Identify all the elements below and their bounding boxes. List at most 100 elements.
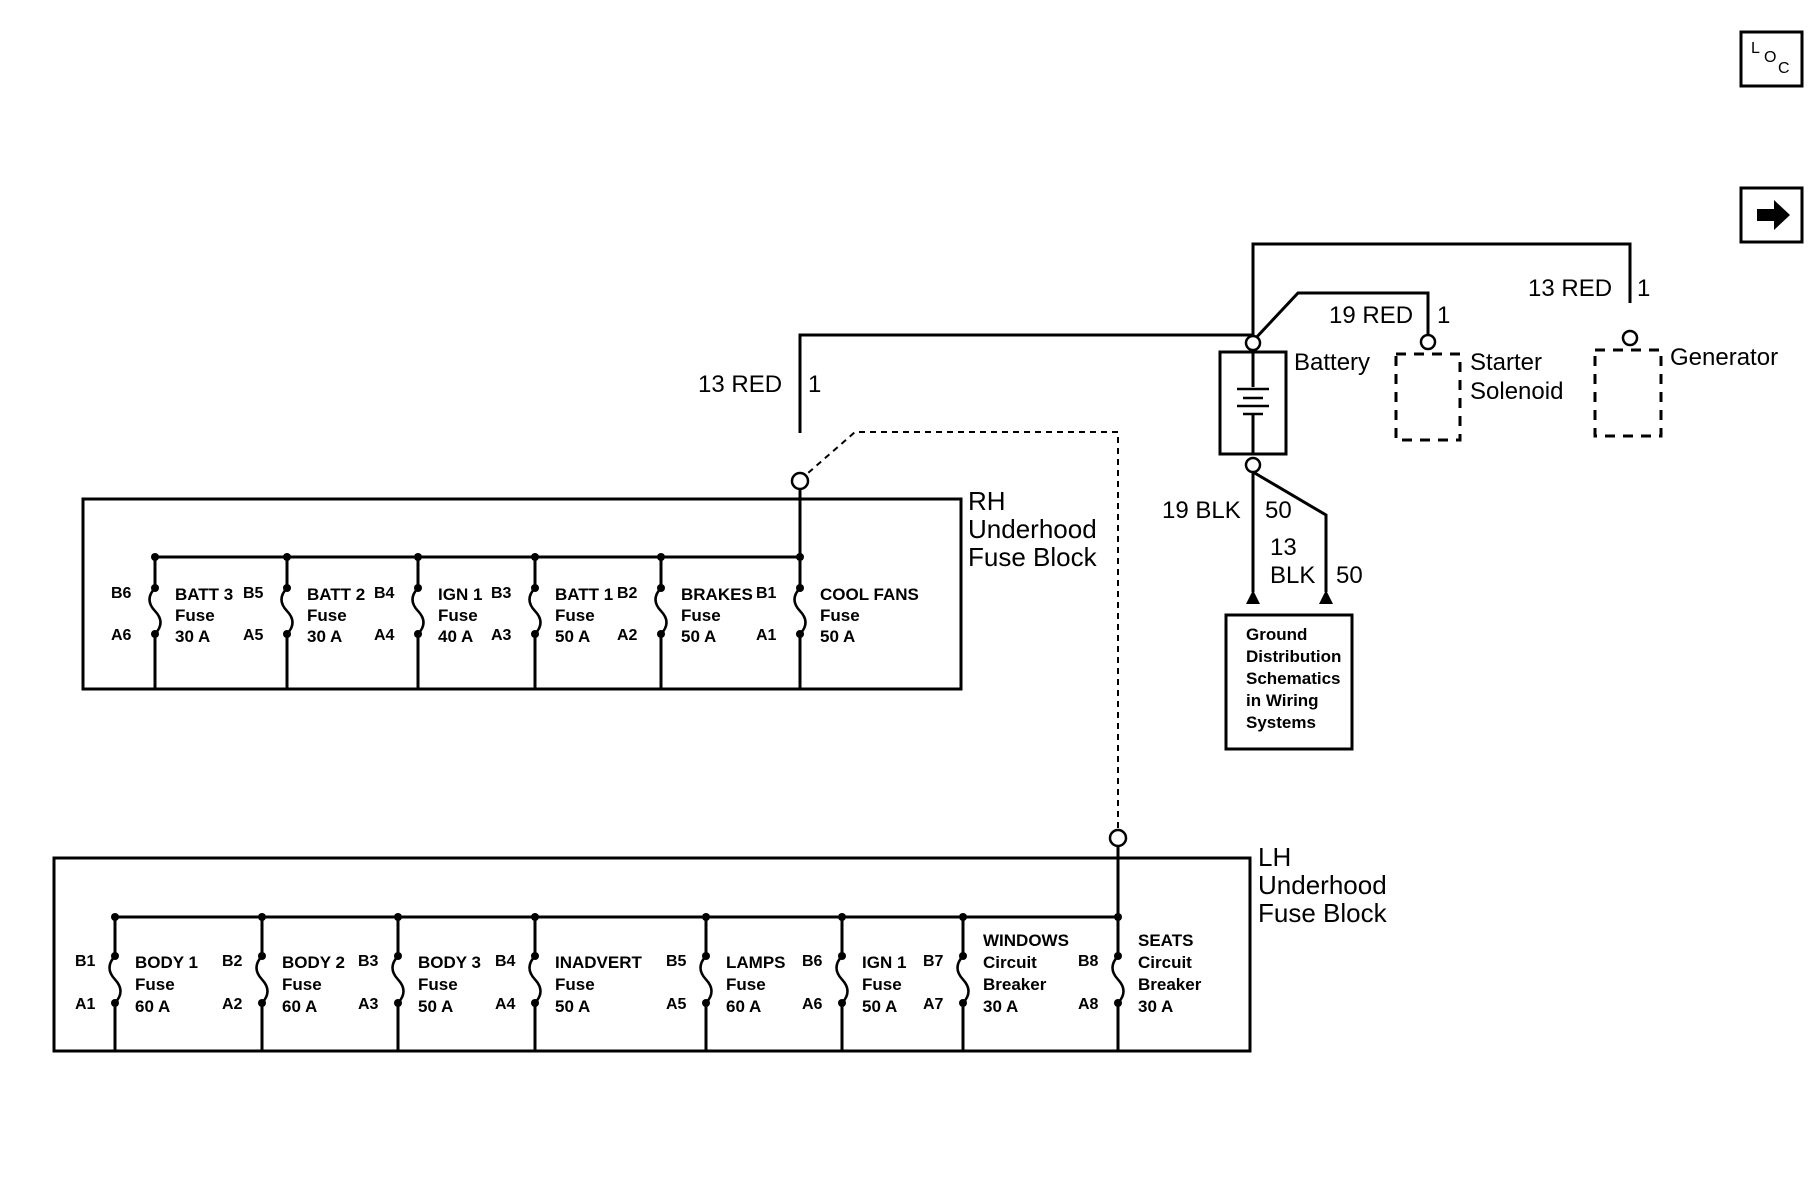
next-page-button[interactable] [1739, 186, 1804, 244]
generator [1593, 329, 1663, 438]
fuse-top-pin: B5 [666, 953, 687, 970]
fuse-label-line: BODY 3 [418, 953, 481, 972]
fuse-top-pin: B8 [1078, 953, 1099, 970]
location-icon-c: C [1778, 60, 1790, 77]
fuse-label-line: 30 A [175, 627, 210, 646]
fuse-label-line: SEATS [1138, 931, 1193, 950]
fuse-symbol [255, 955, 269, 1004]
fuse-symbol [835, 955, 849, 1004]
fuse-bottom-pin: A2 [617, 627, 638, 644]
fuse-label-line: IGN 1 [862, 953, 906, 972]
fuse-symbol [528, 955, 542, 1004]
lh-title-line1: LH [1258, 842, 1291, 872]
fuse-label-line: BODY 2 [282, 953, 345, 972]
fuse-label-line: Fuse [555, 606, 595, 625]
fuse-bottom-pin: A2 [222, 996, 243, 1013]
fuse-top-pin: B3 [358, 953, 379, 970]
fuse-symbol [956, 955, 970, 1004]
ground-wiring [1246, 470, 1333, 604]
fuse-bottom-pin: A3 [358, 996, 379, 1013]
fuse-label-line: 50 A [418, 997, 453, 1016]
fuse-label-line: Breaker [1138, 975, 1202, 994]
wire-pin-rh-feed: 1 [808, 371, 821, 398]
fuse-top-pin: B6 [111, 585, 132, 602]
fuse-bottom-pin: A6 [111, 627, 132, 644]
fuse-top-pin: B6 [802, 953, 823, 970]
fuse-bottom-pin: A3 [491, 627, 512, 644]
starter-label-line1: Starter [1470, 349, 1542, 376]
fuse-label-line: BATT 1 [555, 585, 613, 604]
fuse-bottom-pin: A4 [374, 627, 395, 644]
fuse-label-line: Fuse [282, 975, 322, 994]
fuse-label-line: Fuse [820, 606, 860, 625]
fuse-top-pin: B7 [923, 953, 944, 970]
fuse-label-line: BODY 1 [135, 953, 198, 972]
fuse-label-line: 50 A [681, 627, 716, 646]
wire-label-ground-b-line2: BLK [1270, 562, 1315, 589]
fuse-top-pin: B4 [495, 953, 516, 970]
ground-distribution-box[interactable]: Ground Distribution Schematics in Wiring… [1224, 613, 1354, 751]
fuse-symbol [148, 587, 162, 635]
fuse-label-line: BATT 3 [175, 585, 233, 604]
fuse-symbol [108, 955, 122, 1004]
fuse-label-line: 30 A [1138, 997, 1173, 1016]
fuse-label-line: Fuse [681, 606, 721, 625]
wire-label-generator: 13 RED [1528, 275, 1612, 302]
location-icon-o: O [1764, 49, 1776, 66]
wire-pin-ground-b: 50 [1336, 562, 1363, 589]
wire-pin-ground-a: 50 [1265, 497, 1292, 524]
fuse-top-pin: B1 [756, 585, 777, 602]
fuse-label-line: Fuse [438, 606, 478, 625]
fuse-bottom-pin: A1 [756, 627, 777, 644]
wire-pin-starter: 1 [1437, 302, 1450, 329]
fuse-label-line: Fuse [555, 975, 595, 994]
battery-wiring [798, 242, 1632, 433]
fuse-top-pin: B1 [75, 953, 96, 970]
fuse-label-line: 50 A [555, 997, 590, 1016]
fuse-top-pin: B5 [243, 585, 264, 602]
fuse-symbol [793, 587, 807, 635]
fuse-label-line: Fuse [418, 975, 458, 994]
fuse-bottom-pin: A5 [243, 627, 264, 644]
fuse-top-pin: B2 [222, 953, 243, 970]
fuse-label-line: 30 A [983, 997, 1018, 1016]
fuse-symbol [391, 955, 405, 1004]
rh-title-line2: Underhood [968, 514, 1097, 544]
generator-label: Generator [1670, 344, 1778, 371]
fuse-label-line: Fuse [862, 975, 902, 994]
fuse-label-line: BATT 2 [307, 585, 365, 604]
starter-label-line2: Solenoid [1470, 378, 1563, 405]
ground-line-0: Ground [1246, 625, 1307, 644]
lh-title-line3: Fuse Block [1258, 898, 1388, 928]
fuse-label-line: 60 A [282, 997, 317, 1016]
fuse-label-line: 50 A [862, 997, 897, 1016]
fuse-label-line: Fuse [726, 975, 766, 994]
fuse-label-line: Fuse [307, 606, 347, 625]
fuse-label-line: Breaker [983, 975, 1047, 994]
fuse-label-line: Circuit [1138, 953, 1192, 972]
wire-pin-generator: 1 [1637, 275, 1650, 302]
location-icon-button[interactable]: L O C [1739, 30, 1804, 88]
wire-label-starter: 19 RED [1329, 302, 1413, 329]
battery-label: Battery [1294, 349, 1370, 376]
ground-line-1: Distribution [1246, 647, 1341, 666]
rh-title-line1: RH [968, 486, 1006, 516]
fuse-label-line: WINDOWS [983, 931, 1069, 950]
battery [1218, 334, 1288, 474]
